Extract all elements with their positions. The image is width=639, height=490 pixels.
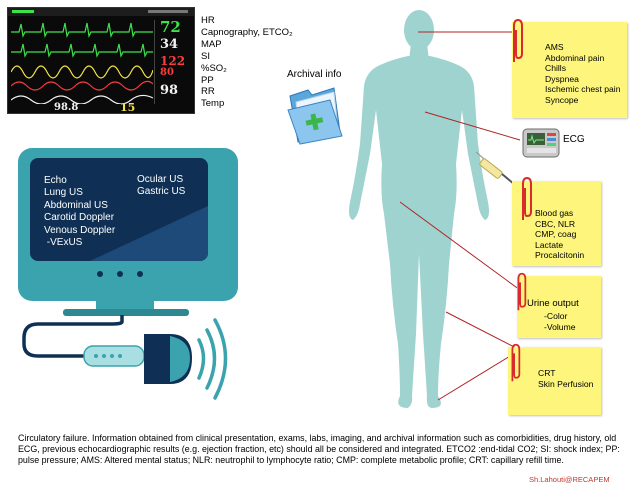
- ecg-label: ECG: [563, 134, 585, 145]
- note-labs-list: Blood gas CBC, NLR CMP, coag Lactate Pro…: [535, 208, 584, 261]
- us-item: Venous Doppler: [44, 224, 116, 236]
- machine-dot: [117, 271, 123, 277]
- note-item: Abdominal pain: [545, 52, 605, 63]
- note-item: Dyspnea: [545, 73, 579, 84]
- us-item: Carotid Doppler: [44, 212, 115, 224]
- note-item: -Volume: [544, 321, 576, 332]
- map-value: 122: [160, 54, 186, 68]
- note-item: Blood gas: [535, 208, 574, 218]
- archival-label: Archival info: [287, 69, 342, 80]
- note-item: Syncope: [545, 94, 579, 105]
- paperclip-icon: [522, 176, 532, 220]
- sticky-note-symptoms: AMS Abdominal pain Chills Dyspnea Ischem…: [512, 22, 627, 118]
- monitor-footer: 98.8 15: [8, 101, 194, 114]
- machine-dot: [137, 271, 143, 277]
- machine-base: [63, 309, 189, 316]
- sticky-note-urine: Urine output -Color -Volume: [517, 276, 601, 338]
- vital-item: %SO₂: [201, 62, 227, 74]
- vital-item: Temp: [201, 98, 225, 110]
- monitor-bottom-left-value: 98.8: [54, 102, 79, 113]
- note-item: Procalcitonin: [535, 250, 585, 260]
- us-item: Ocular US: [137, 174, 184, 185]
- note-item: CBC, NLR: [535, 218, 576, 229]
- spo2-value: 34: [160, 37, 179, 52]
- human-body-figure: [349, 10, 489, 408]
- note-item: Chills: [545, 63, 567, 73]
- hr-value: 72: [160, 18, 181, 36]
- us-item: -VExUS: [44, 237, 83, 249]
- note-crt-list: CRT Skin Perfusion: [538, 368, 593, 389]
- note-item: Lactate: [535, 239, 564, 250]
- temp-value: 98: [160, 83, 179, 98]
- vital-item: PP: [201, 74, 214, 86]
- monitor-waveforms: [11, 22, 153, 104]
- vital-item: SI: [201, 50, 210, 62]
- vital-item: HR: [201, 15, 215, 26]
- monitor-top-bar: [8, 8, 194, 16]
- us-item: Lung US: [44, 187, 83, 199]
- vitals-list: HR Capnography, ETCO₂ MAP SI %SO₂ PP RR …: [201, 15, 293, 110]
- us-item: Abdominal US: [44, 199, 108, 211]
- paperclip-icon: [517, 272, 527, 311]
- figure-caption: Circulatory failure. Information obtaine…: [18, 433, 620, 466]
- vital-item: RR: [201, 86, 215, 98]
- vital-item: MAP: [201, 38, 222, 50]
- credit-text: Sh.Lahouti@RECAPEM: [529, 475, 610, 484]
- map-sub-value: 80: [160, 67, 174, 78]
- us-item: Echo: [44, 175, 67, 186]
- patient-monitor: 72 34 122 80 98 98.8 15: [7, 7, 195, 114]
- ultrasound-probe: [22, 315, 228, 400]
- note-symptoms-list: AMS Abdominal pain Chills Dyspnea Ischem…: [545, 42, 620, 105]
- paperclip-icon: [511, 343, 521, 382]
- vital-item: Capnography, ETCO₂: [201, 26, 293, 38]
- machine-neck: [96, 301, 154, 311]
- folder-icon: [287, 87, 343, 145]
- monitor-bottom-mid-value: 15: [120, 101, 136, 114]
- ultrasound-right-list: Ocular US Gastric US: [137, 174, 185, 199]
- sticky-note-labs: Blood gas CBC, NLR CMP, coag Lactate Pro…: [512, 181, 601, 266]
- note-item: Ischemic chest pain: [545, 84, 621, 94]
- ultrasound-left-list: Echo Lung US Abdominal US Carotid Dopple…: [44, 175, 115, 249]
- note-item: Skin Perfusion: [538, 378, 594, 389]
- machine-dot: [97, 271, 103, 277]
- note-item: -Color: [544, 311, 568, 321]
- note-urine-title: Urine output: [527, 298, 579, 309]
- ultrasound-screen: Echo Lung US Abdominal US Carotid Dopple…: [30, 158, 208, 261]
- note-item: CRT: [538, 368, 556, 378]
- note-item: AMS: [545, 42, 564, 52]
- note-item: CMP, coag: [535, 229, 577, 239]
- screen-glare: [90, 206, 208, 261]
- us-item: Gastric US: [137, 186, 186, 198]
- sticky-note-crt: CRT Skin Perfusion: [508, 347, 601, 415]
- note-urine-list: -Color -Volume: [544, 311, 576, 332]
- ecg-device-icon: [522, 128, 560, 158]
- paperclip-icon: [513, 18, 523, 62]
